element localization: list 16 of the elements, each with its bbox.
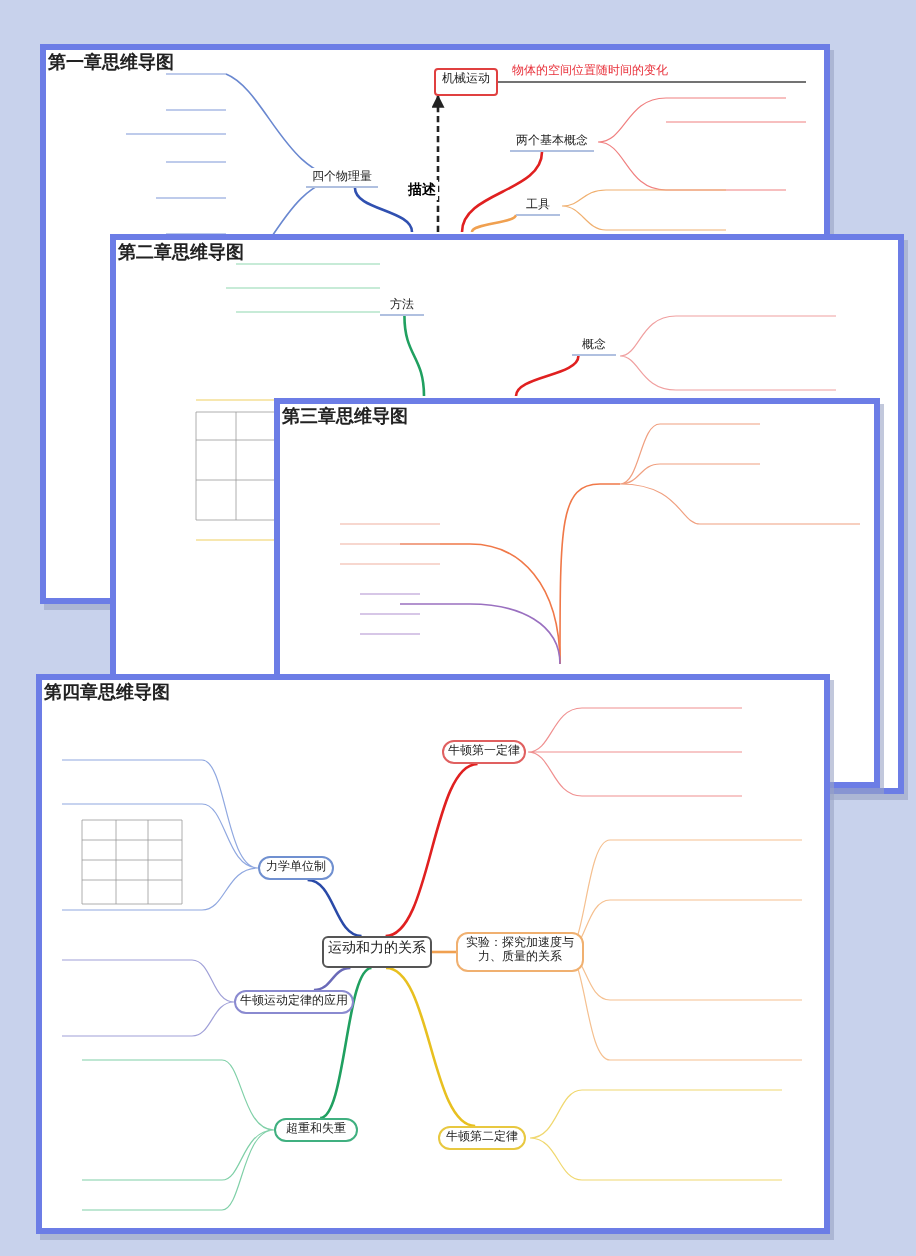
- connector-line: [319, 966, 373, 1120]
- connector-line: [385, 762, 478, 938]
- connector-line: [385, 966, 476, 1128]
- connector-line: [403, 315, 426, 397]
- page-title: 第三章思维导图: [282, 404, 408, 430]
- arrow: [431, 94, 445, 232]
- connector-line: [353, 187, 414, 233]
- page-title: 第四章思维导图: [44, 680, 170, 706]
- connector-line: [470, 214, 518, 233]
- page-title: 第一章思维导图: [48, 50, 174, 76]
- page-title: 第二章思维导图: [118, 240, 244, 266]
- connector-line: [313, 966, 351, 992]
- connector-line: [460, 151, 544, 233]
- connector-line: [514, 355, 580, 397]
- connector-line: [307, 878, 362, 938]
- connector-line: [432, 950, 456, 954]
